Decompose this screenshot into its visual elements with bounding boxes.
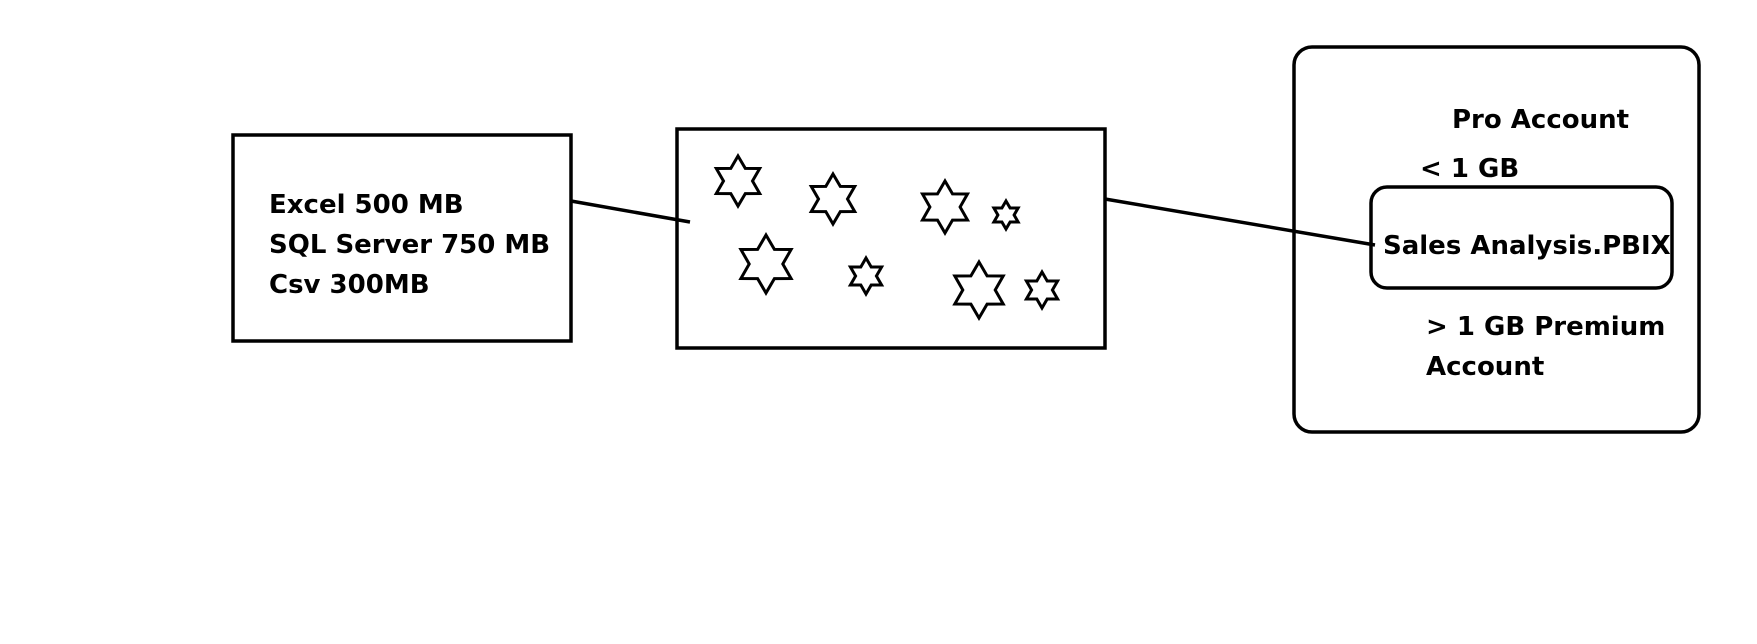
- premium-label-line2: Account: [1426, 352, 1544, 382]
- star-icon: [1023, 269, 1061, 311]
- account-box: Pro Account < 1 GB Sales Analysis.PBIX >…: [1292, 45, 1701, 434]
- connector-model-to-pbix: [1104, 197, 1376, 247]
- star-icon: [713, 153, 763, 209]
- pbix-file-name: Sales Analysis.PBIX: [1383, 231, 1671, 261]
- account-limit-label: < 1 GB: [1420, 154, 1519, 184]
- account-title: Pro Account: [1452, 105, 1629, 135]
- account-box-frame: [1292, 45, 1701, 434]
- source-sql-server: SQL Server 750 MB: [269, 230, 550, 260]
- model-box: [675, 127, 1107, 350]
- sources-box-frame: [231, 133, 573, 343]
- connector-sources-to-model: [570, 199, 691, 224]
- star-icon: [808, 171, 858, 227]
- source-csv: Csv 300MB: [269, 270, 430, 300]
- model-box-frame: [675, 127, 1107, 350]
- premium-label-line1: > 1 GB Premium: [1426, 312, 1665, 342]
- star-icon: [738, 232, 794, 296]
- star-icon: [991, 198, 1021, 232]
- source-excel: Excel 500 MB: [269, 190, 464, 220]
- star-icon: [847, 255, 885, 297]
- star-icon: [919, 178, 971, 236]
- sources-box: Excel 500 MB SQL Server 750 MB Csv 300MB: [231, 133, 573, 343]
- pbix-file-box: [1369, 185, 1674, 290]
- star-icon: [952, 259, 1006, 321]
- star-group: [713, 153, 1061, 321]
